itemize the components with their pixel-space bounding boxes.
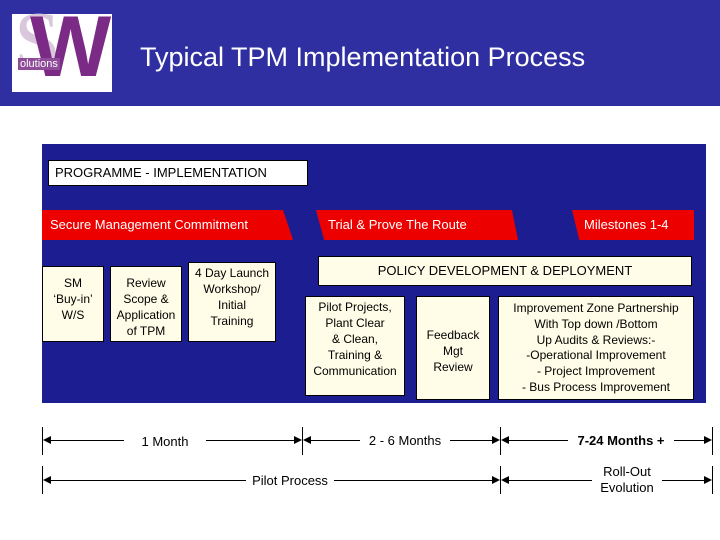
box-feedback-review: Feedback Mgt Review bbox=[416, 296, 490, 400]
box-sm-buy-in: SM ‘Buy-in’ W/S bbox=[42, 266, 104, 342]
arrow-right-icon bbox=[492, 436, 500, 444]
timeline-tick bbox=[500, 427, 501, 455]
timeline-tick bbox=[42, 466, 43, 494]
timeline-line bbox=[674, 440, 704, 441]
programme-label: PROGRAMME - IMPLEMENTATION bbox=[48, 160, 308, 186]
phase-trial-prove: Trial & Prove The Route bbox=[316, 210, 518, 240]
box-review-scope: Review Scope & Application of TPM bbox=[110, 266, 182, 342]
arrow-left-icon bbox=[43, 476, 51, 484]
box-pilot-projects: Pilot Projects, Plant Clear & Clean, Tra… bbox=[305, 296, 405, 396]
header-banner: S W olutions Typical TPM Implementation … bbox=[0, 0, 720, 106]
label-one-month: 1 Month bbox=[141, 434, 189, 449]
label-two-six-months: 2 - 6 Months bbox=[368, 433, 442, 448]
arrow-right-icon bbox=[492, 476, 500, 484]
arrow-right-icon bbox=[704, 436, 712, 444]
company-logo: S W olutions bbox=[12, 0, 112, 92]
arrow-right-icon bbox=[704, 476, 712, 484]
timeline-line bbox=[508, 480, 592, 481]
arrow-left-icon bbox=[501, 436, 509, 444]
timeline-line bbox=[662, 480, 704, 481]
timeline-line bbox=[50, 480, 246, 481]
box-policy-deployment: POLICY DEVELOPMENT & DEPLOYMENT bbox=[318, 256, 692, 286]
timeline-tick bbox=[712, 427, 713, 455]
timeline-line bbox=[508, 440, 568, 441]
label-rollout-evolution: Roll-Out Evolution bbox=[600, 464, 654, 495]
box-day-launch: 4 Day Launch Workshop/ Initial Training bbox=[188, 262, 276, 342]
timeline-line bbox=[50, 440, 124, 441]
arrow-left-icon bbox=[43, 436, 51, 444]
phase-milestones: Milestones 1-4 bbox=[572, 210, 694, 240]
timeline-line bbox=[206, 440, 294, 441]
box-improvement-zone: Improvement Zone Partnership With Top do… bbox=[498, 296, 694, 400]
timeline-tick bbox=[302, 427, 303, 455]
logo-letter-w: W bbox=[30, 0, 111, 95]
label-pilot-process: Pilot Process bbox=[252, 473, 328, 488]
timeline-tick bbox=[42, 427, 43, 455]
phase-secure-commitment: Secure Management Commitment bbox=[42, 210, 293, 240]
arrow-left-icon bbox=[501, 476, 509, 484]
arrow-left-icon bbox=[303, 436, 311, 444]
arrow-right-icon bbox=[294, 436, 302, 444]
label-seven-24-months: 7-24 Months + bbox=[577, 433, 665, 448]
timeline-tick bbox=[500, 466, 501, 494]
timeline-line bbox=[334, 480, 492, 481]
page-title: Typical TPM Implementation Process bbox=[140, 42, 586, 72]
timeline-line bbox=[450, 440, 492, 441]
timeline-line bbox=[310, 440, 360, 441]
timeline-tick bbox=[712, 466, 713, 494]
logo-subtext: olutions bbox=[18, 58, 60, 70]
